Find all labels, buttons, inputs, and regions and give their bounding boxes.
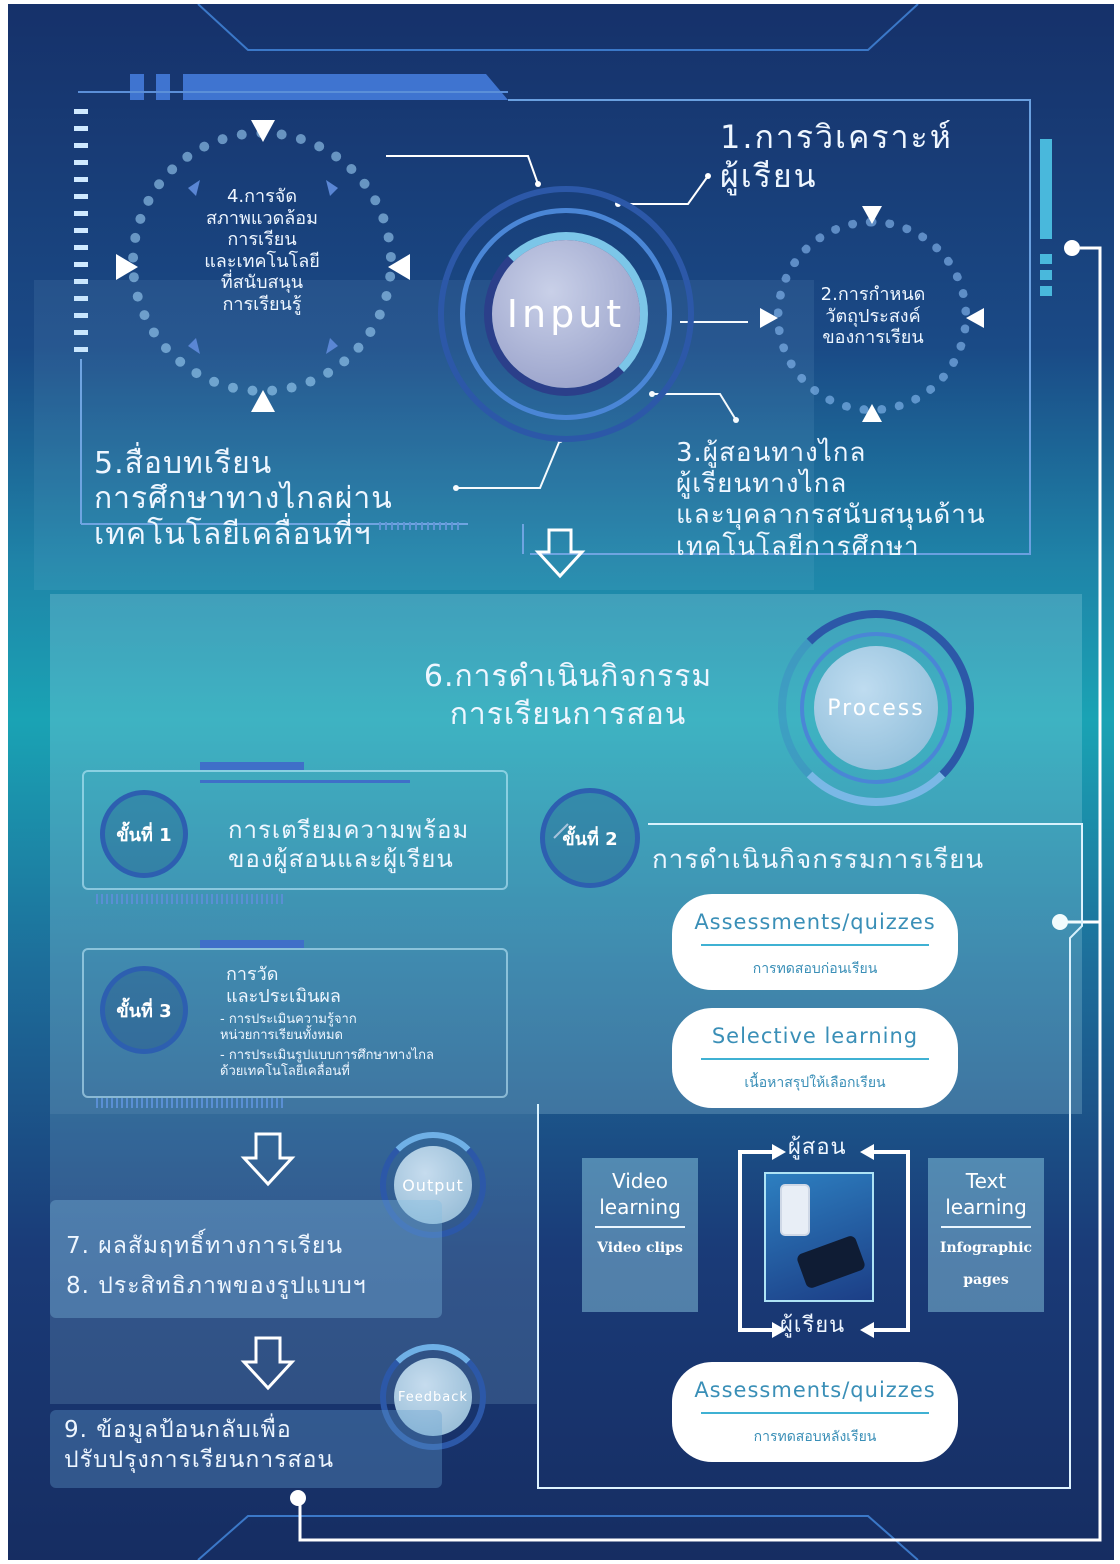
node3-text: 3.ผู้สอนทางไกล ผู้เรียนทางไกล และบุคลากร… — [676, 438, 986, 562]
step1-hatch — [96, 894, 286, 904]
step3-box — [82, 948, 508, 1098]
pre-assessment-title: Assessments/quizzes — [694, 910, 936, 934]
output-n8: 8. ประสิทธิภาพของรูปแบบฯ — [66, 1273, 367, 1299]
input-hub-label: Input — [506, 292, 626, 336]
step3-bullet1: - การประเมินความรู้จาก หน่วยการเรียนทั้ง… — [220, 1012, 357, 1043]
feedback-hub: Feedback — [394, 1358, 472, 1436]
process-hub-mid-ring — [800, 632, 952, 784]
tablet-icon — [795, 1234, 867, 1290]
node4-triangles — [116, 120, 410, 412]
input-hub-mid-ring — [460, 208, 672, 420]
step3-bullet2: - การประเมินรูปแบบการศึกษาทางไกล ด้วยเทค… — [220, 1048, 434, 1079]
video-learning-sub: Video clips — [597, 1240, 683, 1256]
input-hub: Input — [492, 240, 640, 388]
selective-learning-sub: เนื้อหาสรุปให้เลือกเรียน — [744, 1075, 886, 1091]
step1-box — [82, 770, 508, 890]
step3-title: การวัด และประเมินผล — [226, 964, 341, 1007]
step2-badge: ขั้นที่ 2 — [540, 788, 640, 888]
teacher-label: ผู้สอน — [788, 1135, 847, 1160]
output-hub: Output — [394, 1146, 472, 1224]
video-learning-divider — [595, 1226, 685, 1228]
node2-text: 2.การกำหนด วัตถุประสงค์ ของการเรียน — [820, 284, 926, 349]
process-hub-label: Process — [827, 695, 925, 721]
video-learning-title: Video learning — [599, 1169, 681, 1219]
selective-learning-title: Selective learning — [711, 1024, 919, 1048]
feedback-hub-label: Feedback — [398, 1389, 468, 1405]
smartphone-icon — [780, 1184, 810, 1236]
arrow-down-icon-2 — [240, 1132, 296, 1187]
process-hub: Process — [814, 646, 938, 770]
node1-text: 1.การวิเคราะห์ ผู้เรียน — [720, 118, 953, 196]
pre-assessment-sub: การทดสอบก่อนเรียน — [752, 961, 878, 977]
output-hub-label: Output — [402, 1175, 464, 1195]
step3-hatch — [96, 1098, 286, 1108]
node4-text: 4.การจัด สภาพแวดล้อม การเรียน และเทคโนโล… — [204, 186, 320, 315]
post-assessment-sub: การทดสอบหลังเรียน — [753, 1429, 877, 1445]
devices-illustration — [764, 1172, 874, 1302]
step2-badge-label: ขั้นที่ 2 — [562, 828, 618, 850]
output-box — [50, 1200, 442, 1318]
step1-bar — [200, 762, 304, 770]
node2-triangles — [760, 206, 984, 422]
step3-badge: ขั้นที่ 3 — [100, 966, 188, 1054]
output-hub-ring — [380, 1132, 486, 1238]
process-hub-outer-ring — [778, 610, 974, 806]
frame-lines — [74, 4, 1102, 1560]
step1-line — [200, 780, 410, 783]
step1-text: การเตรียมความพร้อม ของผู้สอนและผู้เรียน — [228, 816, 470, 874]
arrow-down-icon — [534, 528, 586, 579]
output-n7: 7. ผลสัมฤทธิ์ทางการเรียน — [66, 1233, 344, 1259]
learner-label: ผู้เรียน — [780, 1313, 846, 1338]
step3-bar — [200, 940, 304, 948]
feedback-n9: 9. ข้อมูลป้อนกลับเพื่อ ปรับปรุงการเรียนก… — [64, 1417, 335, 1473]
input-hub-outer-ring — [438, 186, 694, 442]
selective-learning-pill: Selective learning เนื้อหาสรุปให้เลือกเร… — [672, 1008, 958, 1108]
video-learning-box: Video learning Video clips — [582, 1158, 698, 1312]
pre-assessment-pill: Assessments/quizzes การทดสอบก่อนเรียน — [672, 894, 958, 990]
step1-badge: ขั้นที่ 1 — [100, 790, 188, 878]
selective-learning-divider — [701, 1058, 929, 1060]
feedback-hub-ring — [380, 1344, 486, 1450]
infographic-poster: 4.การจัด สภาพแวดล้อม การเรียน และเทคโนโล… — [8, 4, 1114, 1560]
post-assessment-pill: Assessments/quizzes การทดสอบหลังเรียน — [672, 1362, 958, 1462]
step2-text: การดำเนินกิจกรรมการเรียน — [652, 845, 985, 875]
text-learning-box: Text learning Infographic pages — [928, 1158, 1044, 1312]
post-assessment-divider — [701, 1412, 929, 1414]
arrow-down-icon-3 — [240, 1336, 296, 1391]
text-learning-title: Text learning — [945, 1169, 1027, 1219]
pre-assessment-divider — [701, 944, 929, 946]
process-title: 6.การดำเนินกิจกรรม การเรียนการสอน — [423, 659, 713, 732]
feedback-box — [50, 1410, 442, 1488]
post-assessment-title: Assessments/quizzes — [694, 1378, 936, 1402]
step3-badge-label: ขั้นที่ 3 — [116, 1000, 172, 1022]
input-hub-inner-ring — [484, 232, 648, 396]
text-learning-sub: Infographic pages — [939, 1240, 1033, 1289]
text-learning-divider — [941, 1226, 1031, 1228]
node5-text: 5.สื่อบทเรียน การศึกษาทางไกลผ่าน เทคโนโล… — [94, 446, 393, 552]
step1-badge-label: ขั้นที่ 1 — [116, 824, 172, 846]
